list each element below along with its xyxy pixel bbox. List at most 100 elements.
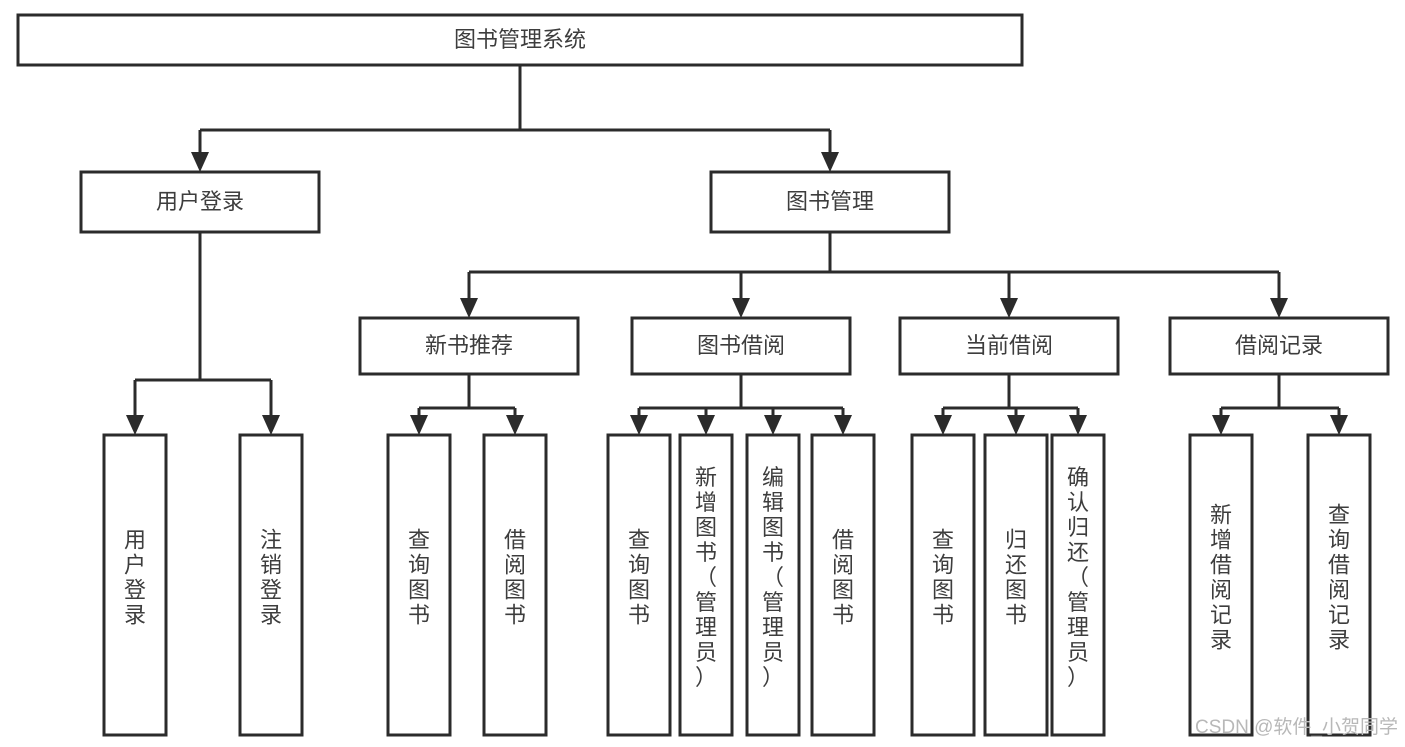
arrow-head-icon: [821, 152, 839, 172]
arrow-triangle: [630, 415, 648, 435]
node-label: 借阅图书: [504, 528, 526, 628]
arrow-head-icon: [732, 298, 750, 318]
arrow-triangle: [732, 298, 750, 318]
node-box[interactable]: [1050, 433, 1106, 737]
arrow-triangle: [191, 152, 209, 172]
node-leaf-query-borrow-record[interactable]: 查询借阅记录: [1306, 433, 1372, 737]
node-box[interactable]: [1188, 433, 1254, 737]
arrow-head-icon: [1069, 415, 1087, 435]
node-box[interactable]: [983, 433, 1049, 737]
node-borrow-record[interactable]: 借阅记录: [1168, 316, 1390, 376]
arrow-head-icon: [1330, 415, 1348, 435]
node-label: 新书推荐: [425, 333, 513, 358]
connector-lines: [126, 65, 1348, 435]
node-label: 查询图书: [628, 528, 650, 628]
arrow-triangle: [262, 415, 280, 435]
node-leaf-return-book[interactable]: 归还图书: [983, 433, 1049, 737]
node-label: 查询图书: [932, 528, 954, 628]
node-label: 查询借阅记录: [1328, 503, 1350, 653]
arrow-triangle: [934, 415, 952, 435]
node-box[interactable]: [79, 170, 321, 234]
node-label: 图书借阅: [697, 333, 785, 358]
arrow-head-icon: [410, 415, 428, 435]
arrow-triangle: [506, 415, 524, 435]
node-user-login[interactable]: 用户登录: [79, 170, 321, 234]
arrow-head-icon: [934, 415, 952, 435]
node-leaf-add-book-admin[interactable]: 新增图书（管理员）: [678, 433, 734, 737]
arrow-triangle: [1007, 415, 1025, 435]
arrow-head-icon: [1212, 415, 1230, 435]
node-leaf-confirm-return-admin[interactable]: 确认归还（管理员）: [1050, 433, 1106, 737]
arrow-head-icon: [697, 415, 715, 435]
node-leaf-borrow-book-recommend[interactable]: 借阅图书: [482, 433, 548, 737]
node-label: 确认归还（管理员）: [1067, 465, 1089, 690]
arrow-head-icon: [506, 415, 524, 435]
arrow-triangle: [1212, 415, 1230, 435]
node-label: 借阅图书: [832, 528, 854, 628]
node-box[interactable]: [102, 433, 168, 737]
node-boxes: 图书管理系统用户登录图书管理新书推荐图书借阅当前借阅借阅记录用户登录注销登录查询…: [16, 13, 1390, 737]
node-label: 当前借阅: [965, 333, 1053, 358]
node-leaf-add-borrow-record[interactable]: 新增借阅记录: [1188, 433, 1254, 737]
node-box[interactable]: [810, 433, 876, 737]
node-box[interactable]: [709, 170, 951, 234]
node-box[interactable]: [238, 433, 304, 737]
node-box[interactable]: [898, 316, 1120, 376]
node-label: 借阅记录: [1235, 333, 1323, 358]
node-label: 查询图书: [408, 528, 430, 628]
node-label: 用户登录: [124, 528, 146, 628]
arrow-head-icon: [460, 298, 478, 318]
node-box[interactable]: [630, 316, 852, 376]
node-leaf-edit-book-admin[interactable]: 编辑图书（管理员）: [745, 433, 801, 737]
node-box[interactable]: [16, 13, 1024, 67]
arrow-head-icon: [1007, 415, 1025, 435]
node-box[interactable]: [482, 433, 548, 737]
node-label: 编辑图书（管理员）: [762, 465, 784, 690]
arrow-triangle: [410, 415, 428, 435]
node-book-borrow[interactable]: 图书借阅: [630, 316, 852, 376]
node-box[interactable]: [386, 433, 452, 737]
node-leaf-query-book-recommend[interactable]: 查询图书: [386, 433, 452, 737]
node-box[interactable]: [1168, 316, 1390, 376]
arrow-triangle: [1069, 415, 1087, 435]
node-label: 归还图书: [1005, 528, 1027, 628]
node-label: 新增图书（管理员）: [695, 465, 717, 690]
node-box[interactable]: [745, 433, 801, 737]
arrow-head-icon: [262, 415, 280, 435]
node-leaf-borrow-book[interactable]: 借阅图书: [810, 433, 876, 737]
node-current-borrow[interactable]: 当前借阅: [898, 316, 1120, 376]
arrow-triangle: [821, 152, 839, 172]
arrow-triangle: [764, 415, 782, 435]
arrow-triangle: [1000, 298, 1018, 318]
arrow-head-icon: [834, 415, 852, 435]
node-new-book-recommend[interactable]: 新书推荐: [358, 316, 580, 376]
node-leaf-user-login[interactable]: 用户登录: [102, 433, 168, 737]
node-box[interactable]: [678, 433, 734, 737]
arrow-triangle: [126, 415, 144, 435]
arrow-triangle: [697, 415, 715, 435]
arrow-head-icon: [1000, 298, 1018, 318]
node-label: 注销登录: [260, 528, 282, 628]
node-label: 图书管理: [786, 189, 874, 214]
node-box[interactable]: [358, 316, 580, 376]
node-title[interactable]: 图书管理系统: [16, 13, 1024, 67]
node-label: 新增借阅记录: [1210, 503, 1232, 653]
arrow-triangle: [460, 298, 478, 318]
csdn-watermark: CSDN @软件_小贺同学: [1195, 716, 1398, 738]
arrow-head-icon: [764, 415, 782, 435]
node-box[interactable]: [606, 433, 672, 737]
arrow-head-icon: [191, 152, 209, 172]
node-leaf-logout-login[interactable]: 注销登录: [238, 433, 304, 737]
node-book-manage[interactable]: 图书管理: [709, 170, 951, 234]
node-box[interactable]: [1306, 433, 1372, 737]
arrow-head-icon: [126, 415, 144, 435]
node-label: 用户登录: [156, 189, 244, 214]
arrow-head-icon: [630, 415, 648, 435]
node-box[interactable]: [910, 433, 976, 737]
arrow-triangle: [834, 415, 852, 435]
node-label: 图书管理系统: [454, 27, 586, 52]
node-leaf-query-book-borrow[interactable]: 查询图书: [606, 433, 672, 737]
node-leaf-query-book-current[interactable]: 查询图书: [910, 433, 976, 737]
arrow-triangle: [1330, 415, 1348, 435]
